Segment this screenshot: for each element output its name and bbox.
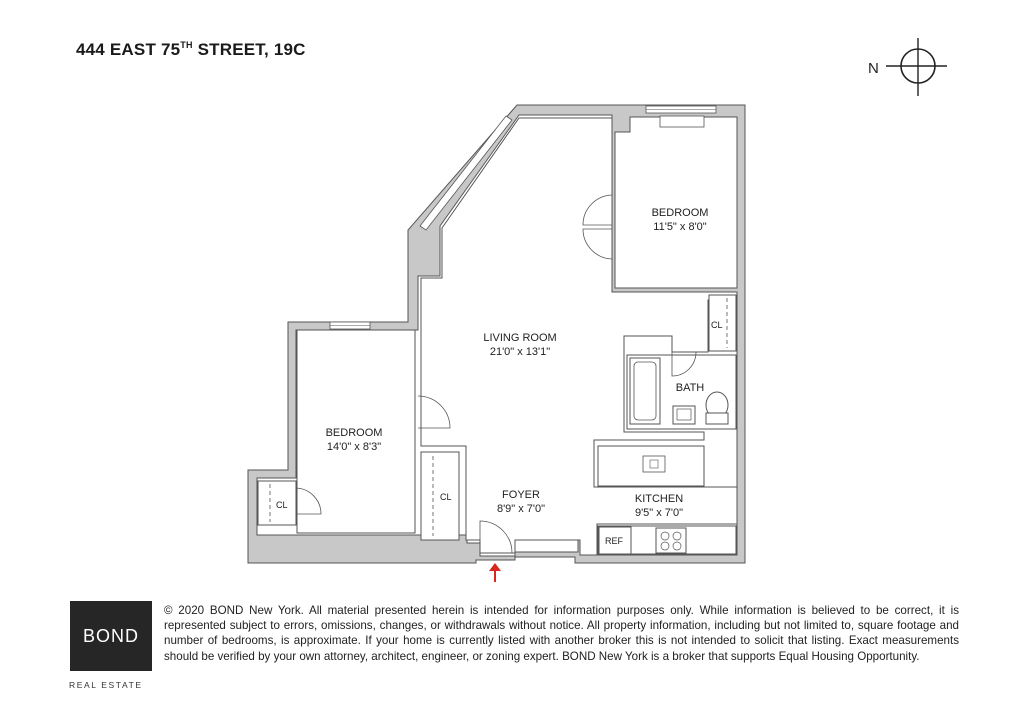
refrigerator xyxy=(598,526,632,555)
compass-north-label: N xyxy=(868,60,879,77)
page-title: 444 EAST 75TH STREET, 19C xyxy=(76,40,306,60)
foyer-closet xyxy=(420,451,460,541)
kitchen-counter xyxy=(597,445,705,487)
bedroom-left-size: 14'0" x 8'3" xyxy=(327,441,381,453)
bath-closet xyxy=(708,294,737,352)
foyer-size: 8'9" x 7'0" xyxy=(497,503,545,515)
title-superscript: TH xyxy=(180,40,193,50)
title-suffix: STREET, 19C xyxy=(192,40,306,59)
logo-text: BOND xyxy=(82,625,139,646)
logo-subtitle: REAL ESTATE xyxy=(69,680,143,690)
closet-left-label: CL xyxy=(276,500,288,510)
closet-bath-label: CL xyxy=(711,320,723,330)
refrigerator-label: REF xyxy=(605,536,624,546)
window-living-diagonal xyxy=(419,115,513,231)
stove xyxy=(655,527,687,554)
foyer-name: FOYER xyxy=(502,489,540,501)
compass-icon: N xyxy=(868,38,947,96)
bedroom-right-name: BEDROOM xyxy=(652,207,709,219)
bath-name: BATH xyxy=(676,382,705,394)
living-room-floor xyxy=(420,117,738,556)
bedroom-left-floor xyxy=(296,329,416,534)
bedroom-left-closet xyxy=(257,480,297,526)
kitchen-size: 9'5" x 7'0" xyxy=(635,507,683,519)
title-prefix: 444 EAST 75 xyxy=(76,40,181,59)
bedroom-right-size: 11'5" x 8'0" xyxy=(653,221,706,233)
living-room-size: 21'0" x 13'1" xyxy=(490,346,550,358)
bath-sink xyxy=(672,405,696,425)
bedroom-right-floor xyxy=(614,116,738,289)
bedroom-left-name: BEDROOM xyxy=(326,427,383,439)
disclaimer-text: © 2020 BOND New York. All material prese… xyxy=(164,604,959,663)
floor-plan: BEDROOM 11'5" x 8'0" LIVING ROOM 21'0" x… xyxy=(247,104,746,582)
bathtub xyxy=(629,357,661,425)
living-room-name: LIVING ROOM xyxy=(483,332,556,344)
closet-foyer-label: CL xyxy=(440,492,452,502)
bond-logo: BOND xyxy=(70,601,152,671)
kitchen-name: KITCHEN xyxy=(635,493,683,505)
